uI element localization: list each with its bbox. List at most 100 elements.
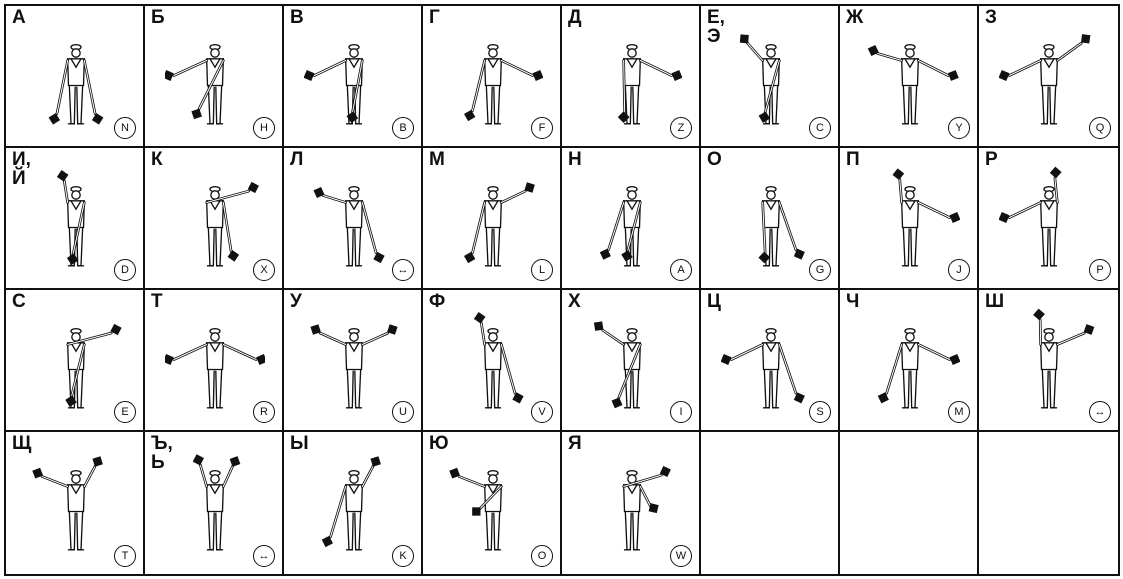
letter-cell: ФV — [423, 290, 562, 432]
sailor-head — [72, 49, 80, 57]
sailor-leg-right — [77, 512, 83, 550]
sailor-leg-right — [911, 370, 917, 408]
letter-cell: ТR — [145, 290, 284, 432]
sailor-figure — [582, 444, 682, 564]
sailor-leg-left — [69, 86, 75, 124]
cyrillic-letter: Р — [985, 150, 998, 169]
sailor-leg-right — [1050, 86, 1056, 124]
semaphore-flag — [594, 321, 604, 331]
letter-cell: Ъ, Ь↔ — [145, 432, 284, 574]
semaphore-flag — [256, 354, 265, 365]
sailor-torso — [1041, 343, 1058, 370]
latin-letter-badge: T — [114, 545, 136, 567]
semaphore-flag — [1033, 309, 1045, 321]
sailor-leg-right — [772, 86, 778, 124]
sailor-torso — [346, 343, 363, 370]
cyrillic-letter: Ц — [707, 292, 721, 311]
sailor-leg-left — [486, 512, 492, 550]
sailor-leg-right — [1050, 228, 1056, 266]
semaphore-flag — [1081, 34, 1090, 43]
sailor-figure — [860, 160, 960, 280]
latin-letter-badge: D — [114, 259, 136, 281]
semaphore-flag — [740, 34, 749, 43]
sailor-torso — [68, 59, 85, 86]
sailor-leg-left — [208, 370, 214, 408]
sailor-leg-right — [355, 370, 361, 408]
latin-letter-badge: A — [670, 259, 692, 281]
semaphore-flag — [67, 253, 79, 265]
semaphore-flag — [999, 70, 1009, 81]
latin-letter-badge: O — [531, 545, 553, 567]
letter-cell: СE — [6, 290, 145, 432]
sailor-figure — [26, 302, 126, 422]
sailor-torso — [1041, 59, 1058, 86]
sailor-head — [489, 49, 497, 57]
latin-letter-badge: Z — [670, 117, 692, 139]
sailor-head — [350, 49, 358, 57]
sailor-leg-left — [764, 370, 770, 408]
sailor-head — [906, 333, 914, 341]
latin-letter-badge: ↔ — [253, 545, 275, 567]
sailor-leg-left — [625, 512, 631, 550]
latin-letter-badge: J — [948, 259, 970, 281]
sailor-head — [211, 333, 219, 341]
latin-letter-badge: B — [392, 117, 414, 139]
sailor-leg-right — [494, 512, 500, 550]
sailor-leg-left — [208, 228, 214, 266]
sailor-torso — [207, 485, 224, 512]
latin-letter-badge: V — [531, 401, 553, 423]
letter-cell: МL — [423, 148, 562, 290]
semaphore-flag — [1050, 167, 1062, 179]
letter-cell: ЗQ — [979, 6, 1118, 148]
sailor-figure — [443, 444, 543, 564]
sailor-figure — [999, 18, 1099, 138]
sailor-leg-right — [633, 370, 639, 408]
sailor-torso — [485, 201, 502, 228]
sailor-leg-right — [1050, 370, 1056, 408]
letter-cell: РP — [979, 148, 1118, 290]
sailor-head — [767, 333, 775, 341]
cyrillic-letter: В — [290, 8, 304, 27]
sailor-head — [72, 475, 80, 483]
sailor-head — [1045, 49, 1053, 57]
sailor-torso — [902, 201, 919, 228]
latin-letter-badge: X — [253, 259, 275, 281]
sailor-torso — [902, 343, 919, 370]
letter-cell: Л↔ — [284, 148, 423, 290]
sailor-leg-right — [216, 86, 222, 124]
sailor-leg-left — [1042, 228, 1048, 266]
latin-letter-badge: N — [114, 117, 136, 139]
sailor-leg-right — [633, 86, 639, 124]
sailor-leg-left — [903, 370, 909, 408]
sailor-head — [767, 191, 775, 199]
sailor-leg-left — [347, 512, 353, 550]
sailor-torso — [346, 201, 363, 228]
sailor-head — [906, 49, 914, 57]
sailor-head — [72, 333, 80, 341]
semaphore-flag — [533, 70, 543, 81]
semaphore-flag — [950, 354, 960, 365]
cyrillic-letter: Т — [151, 292, 163, 311]
semaphore-flag — [464, 252, 475, 263]
sailor-figure — [304, 160, 404, 280]
latin-letter-badge: H — [253, 117, 275, 139]
sailor-figure — [26, 18, 126, 138]
sailor-leg-right — [355, 512, 361, 550]
latin-letter-badge: G — [809, 259, 831, 281]
semaphore-flag — [612, 397, 623, 408]
empty-cell — [840, 432, 979, 574]
letter-cell: ХI — [562, 290, 701, 432]
semaphore-flag — [165, 354, 174, 365]
cyrillic-letter: Б — [151, 8, 165, 27]
sailor-torso — [624, 59, 641, 86]
semaphore-flag — [892, 168, 904, 180]
cyrillic-letter: О — [707, 150, 722, 169]
sailor-figure — [860, 18, 960, 138]
empty-cell — [979, 432, 1118, 574]
semaphore-flag — [758, 252, 770, 264]
sailor-head — [350, 333, 358, 341]
latin-letter-badge: E — [114, 401, 136, 423]
